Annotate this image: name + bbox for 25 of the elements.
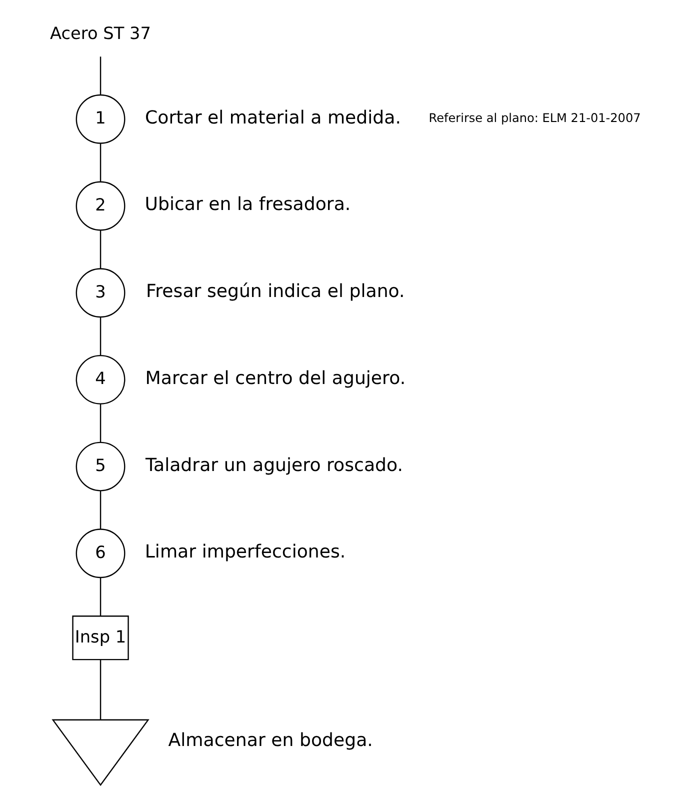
- connector: [99, 490, 101, 530]
- node-box: Insp 1: [72, 616, 128, 660]
- connector: [99, 317, 101, 356]
- node-label: Marcar el centro del agujero.: [144, 368, 406, 389]
- node-triangle: [51, 719, 149, 786]
- node-label: Almacenar en bodega.: [168, 730, 372, 751]
- connector: [99, 230, 101, 269]
- node-circle: 5: [75, 442, 125, 492]
- connector: [99, 578, 101, 616]
- connector: [99, 660, 101, 720]
- node-label: Taladrar un agujero roscado.: [144, 454, 403, 476]
- node-circle: 1: [75, 94, 125, 144]
- node-circle: 2: [75, 181, 125, 231]
- node-label: Fresar según indica el plano.: [146, 281, 404, 302]
- node-label: Limar imperfecciones.: [144, 542, 346, 563]
- label: Referirse al plano: ELM 21-01-2007: [428, 111, 640, 126]
- node-circle: 4: [75, 354, 125, 404]
- node-circle: 3: [75, 268, 125, 318]
- connector: [99, 404, 101, 442]
- node-circle: 6: [75, 528, 125, 578]
- connector: [99, 56, 101, 95]
- connector: [99, 143, 101, 182]
- node-text: Acero ST 37: [50, 23, 151, 44]
- node-label: Ubicar en la fresadora.: [144, 194, 350, 216]
- node-label: Cortar el material a medida.: [144, 107, 400, 128]
